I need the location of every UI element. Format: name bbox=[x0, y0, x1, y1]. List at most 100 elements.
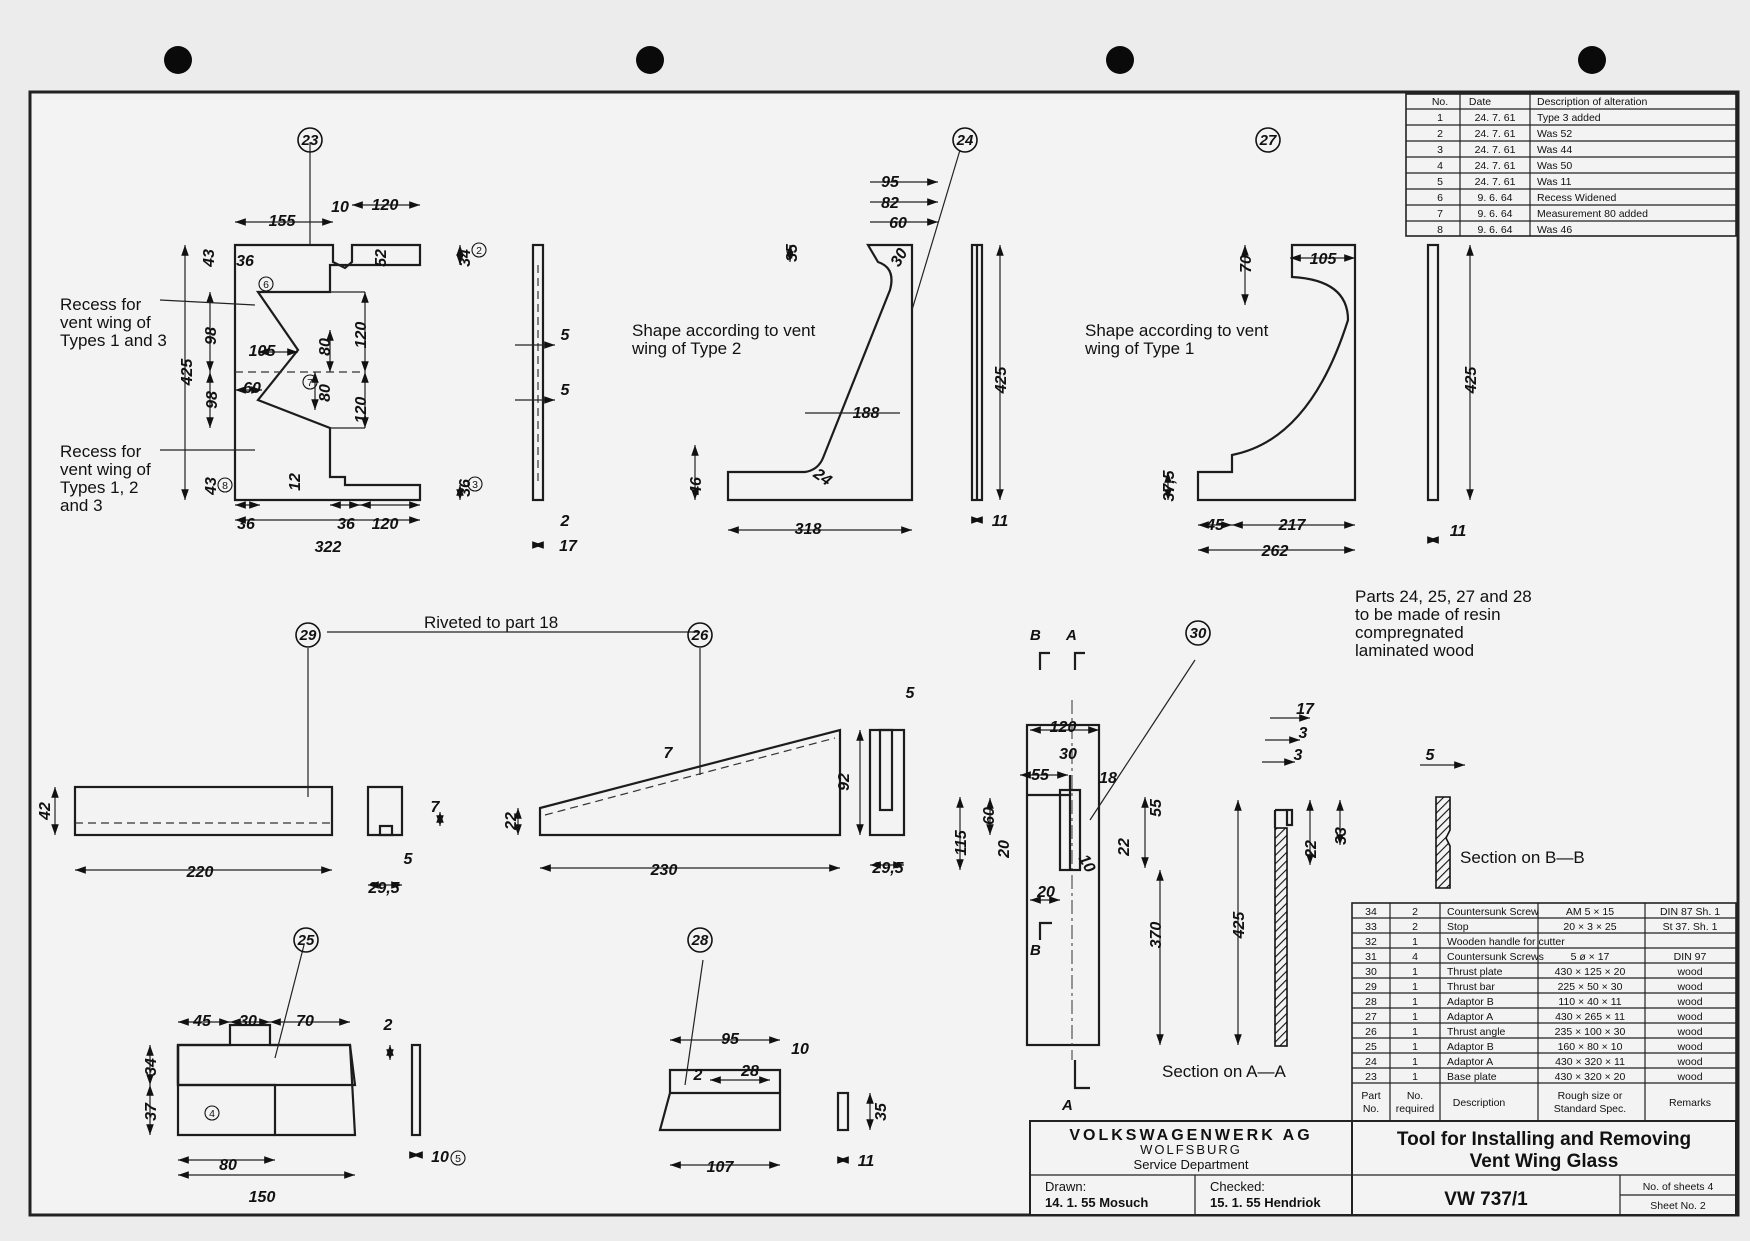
part-26-view bbox=[514, 648, 906, 872]
parts-row-24-partno: 24 bbox=[1365, 1056, 1377, 1068]
dim-322: 322 bbox=[315, 539, 342, 556]
alt-header-no: No. bbox=[1432, 96, 1448, 108]
note-shape-type1-line1: Shape according to vent bbox=[1085, 321, 1269, 340]
parts-row-26-qty: 1 bbox=[1412, 1026, 1418, 1038]
parts-row-29-size: 225 × 50 × 30 bbox=[1558, 981, 1623, 993]
parts-header-rough-2: Standard Spec. bbox=[1554, 1103, 1626, 1115]
balloon-28: 28 bbox=[691, 932, 709, 949]
parts-row-31-partno: 31 bbox=[1365, 951, 1377, 963]
dim-34: 34 bbox=[457, 249, 474, 267]
alt-row-1-no: 1 bbox=[1437, 112, 1443, 124]
dim-36-top: 36 bbox=[236, 253, 254, 270]
drawing-title-line2: Vent Wing Glass bbox=[1470, 1151, 1619, 1172]
dim-230: 230 bbox=[650, 862, 678, 879]
dim-30: 30 bbox=[888, 246, 912, 270]
dim-60-p24: 60 bbox=[889, 215, 907, 232]
parts-row-26-partno: 26 bbox=[1365, 1026, 1377, 1038]
part-balloons bbox=[204, 127, 1281, 1166]
alt-row-4-no: 4 bbox=[1437, 160, 1443, 172]
dim-82: 82 bbox=[881, 195, 899, 212]
dim-425-p27: 425 bbox=[1463, 366, 1480, 395]
parts-row-23-desc: Base plate bbox=[1447, 1071, 1497, 1083]
dim-425-p23: 425 bbox=[179, 358, 196, 387]
section-mark-b-top: B bbox=[1030, 627, 1041, 644]
rev-mark-3: 3 bbox=[472, 479, 478, 491]
dim-43-top: 43 bbox=[201, 249, 218, 268]
parts-row-27-partno: 27 bbox=[1365, 1011, 1377, 1023]
section-mark-a-bottom: A bbox=[1061, 1097, 1073, 1114]
dim-60-p30: 60 bbox=[981, 807, 998, 825]
parts-row-30-qty: 1 bbox=[1412, 966, 1418, 978]
dim-18: 18 bbox=[1099, 770, 1117, 787]
dim-37-5: 37,5 bbox=[1161, 469, 1178, 501]
parts-row-33-qty: 2 bbox=[1412, 921, 1418, 933]
part-23-side-view bbox=[515, 243, 555, 549]
dim-20-p30-bottom: 20 bbox=[1036, 884, 1055, 901]
alt-row-4-date: 24. 7. 61 bbox=[1475, 160, 1516, 172]
parts-row-34-partno: 34 bbox=[1365, 906, 1377, 918]
parts-row-33-partno: 33 bbox=[1365, 921, 1377, 933]
dim-12: 12 bbox=[287, 473, 304, 491]
part-29-view bbox=[51, 648, 444, 889]
rev-mark-2: 2 bbox=[476, 245, 482, 257]
punch-holes bbox=[164, 46, 1606, 74]
parts-header-remarks: Remarks bbox=[1669, 1097, 1711, 1109]
note-shape-type1-line2: wing of Type 1 bbox=[1084, 339, 1194, 358]
alt-row-5-no: 5 bbox=[1437, 176, 1443, 188]
note-recess-1-3-line2: vent wing of bbox=[60, 313, 151, 332]
parts-row-32-desc: Wooden handle for cutter bbox=[1447, 936, 1565, 948]
parts-row-32-qty: 1 bbox=[1412, 936, 1418, 948]
dim-370: 370 bbox=[1148, 922, 1165, 949]
alt-row-2-date: 24. 7. 61 bbox=[1475, 128, 1516, 140]
balloon-24: 24 bbox=[956, 132, 974, 149]
alt-row-8-date: 9. 6. 64 bbox=[1477, 224, 1512, 236]
dim-150: 150 bbox=[249, 1189, 276, 1206]
alteration-table: No. Date Description of alteration 1 24.… bbox=[1405, 93, 1737, 237]
dim-42: 42 bbox=[37, 802, 54, 821]
parts-row-26-remarks: wood bbox=[1676, 1026, 1702, 1038]
alt-row-5-date: 24. 7. 61 bbox=[1475, 176, 1516, 188]
dim-115: 115 bbox=[953, 829, 970, 856]
dim-98-upper: 98 bbox=[203, 327, 220, 345]
dim-10-p30: 10 bbox=[1075, 852, 1099, 876]
parts-row-28-qty: 1 bbox=[1412, 996, 1418, 1008]
dim-105-p27: 105 bbox=[1310, 251, 1338, 268]
dim-45-p27: 45 bbox=[1205, 517, 1225, 534]
dim-5-p26: 5 bbox=[906, 685, 916, 702]
dim-29-5-p29: 29,5 bbox=[367, 880, 400, 897]
dim-22-sec: 22 bbox=[1303, 840, 1320, 859]
dim-5-secbb: 5 bbox=[1426, 747, 1436, 764]
note-material-line1: Parts 24, 25, 27 and 28 bbox=[1355, 587, 1532, 606]
alt-row-2-no: 2 bbox=[1437, 128, 1443, 140]
parts-row-25-partno: 25 bbox=[1365, 1041, 1377, 1053]
dim-17-side: 17 bbox=[559, 538, 578, 555]
part-24-view bbox=[691, 149, 1004, 534]
parts-row-28-desc: Adaptor B bbox=[1447, 996, 1494, 1008]
dim-37-p25: 37 bbox=[143, 1102, 160, 1121]
dim-60: 60 bbox=[243, 380, 261, 397]
dim-80-upper: 80 bbox=[317, 338, 334, 356]
parts-row-23-qty: 1 bbox=[1412, 1071, 1418, 1083]
company-city: WOLFSBURG bbox=[1140, 1142, 1242, 1157]
dim-2-p25: 2 bbox=[383, 1017, 393, 1034]
dim-36-bottom-left: 36 bbox=[237, 516, 255, 533]
parts-row-28-remarks: wood bbox=[1676, 996, 1702, 1008]
dim-55-right: 55 bbox=[1148, 798, 1165, 817]
parts-row-28-size: 110 × 40 × 11 bbox=[1558, 996, 1621, 1008]
note-material-line3: compregnated bbox=[1355, 623, 1464, 642]
dim-3-sec-upper: 3 bbox=[1299, 725, 1308, 742]
drawn-label: Drawn: bbox=[1045, 1179, 1086, 1194]
alt-row-1-desc: Type 3 added bbox=[1537, 112, 1601, 124]
alt-header-desc: Description of alteration bbox=[1537, 96, 1647, 108]
balloon-25: 25 bbox=[297, 932, 315, 949]
alt-row-7-desc: Measurement 80 added bbox=[1537, 208, 1648, 220]
label-section-aa: Section on A—A bbox=[1162, 1062, 1286, 1081]
alt-row-2-desc: Was 52 bbox=[1537, 128, 1572, 140]
parts-row-30-size: 430 × 125 × 20 bbox=[1555, 966, 1626, 978]
parts-row-23-partno: 23 bbox=[1365, 1071, 1377, 1083]
dim-35: 35 bbox=[784, 243, 801, 262]
dim-11-p28: 11 bbox=[858, 1153, 875, 1170]
note-recess-1-2-3-line3: Types 1, 2 bbox=[60, 478, 138, 497]
dim-105: 105 bbox=[249, 343, 277, 360]
